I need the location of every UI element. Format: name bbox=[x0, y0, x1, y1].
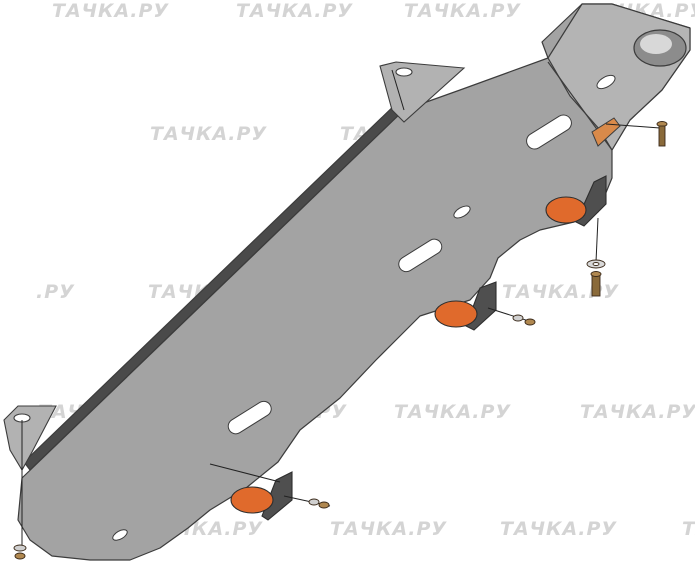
watermark: ТАЧКА.РУ bbox=[682, 518, 695, 540]
orange-pad bbox=[434, 300, 478, 328]
watermark: ТАЧКА.РУ bbox=[404, 0, 521, 22]
slot-hole bbox=[227, 400, 272, 435]
washer-middle bbox=[512, 314, 536, 326]
plate-openings bbox=[112, 74, 616, 541]
assembly-line bbox=[391, 69, 405, 111]
watermark: ТАЧКА.РУ bbox=[500, 518, 617, 540]
lower-left-tab bbox=[3, 405, 57, 472]
assembly-line bbox=[595, 217, 599, 263]
watermark: ТАЧКА.РУ bbox=[330, 518, 447, 540]
assembly-line bbox=[487, 307, 533, 323]
orange-pad bbox=[545, 196, 587, 224]
watermark: ТАЧКА.РУ bbox=[502, 281, 619, 303]
bolt-rear bbox=[656, 121, 668, 147]
rear-bump-top bbox=[640, 34, 672, 54]
oval-hole bbox=[596, 74, 616, 90]
oval-hole bbox=[112, 529, 128, 541]
fasteners bbox=[13, 121, 668, 560]
assembly-line bbox=[605, 123, 661, 129]
mount-tabs bbox=[3, 61, 466, 472]
washer-left bbox=[308, 498, 330, 509]
bracket-left bbox=[230, 471, 293, 521]
assembly-lines bbox=[21, 69, 661, 546]
bracket-right bbox=[545, 175, 607, 227]
watermark: ТАЧКА.РУ bbox=[580, 401, 695, 423]
bracket-middle bbox=[434, 281, 497, 331]
watermark: ТАЧКА.РУ bbox=[52, 0, 169, 22]
watermark: ТАЧКА.РУ bbox=[236, 0, 353, 22]
tab-slot bbox=[395, 67, 413, 77]
skid-plate bbox=[17, 3, 691, 561]
orange-pad bbox=[230, 486, 274, 514]
upper-left-tab bbox=[379, 61, 466, 123]
watermark: ТАЧКА.РУ bbox=[150, 123, 267, 145]
bolt-bottom-left bbox=[13, 544, 27, 560]
assembly-line bbox=[209, 463, 281, 483]
slot-hole bbox=[526, 114, 572, 150]
watermark: .РУ bbox=[36, 281, 75, 303]
bolt-right bbox=[586, 259, 606, 297]
slot-hole bbox=[398, 238, 443, 273]
oval-hole bbox=[453, 205, 471, 219]
watermark: ТАЧКА.РУ bbox=[394, 401, 511, 423]
